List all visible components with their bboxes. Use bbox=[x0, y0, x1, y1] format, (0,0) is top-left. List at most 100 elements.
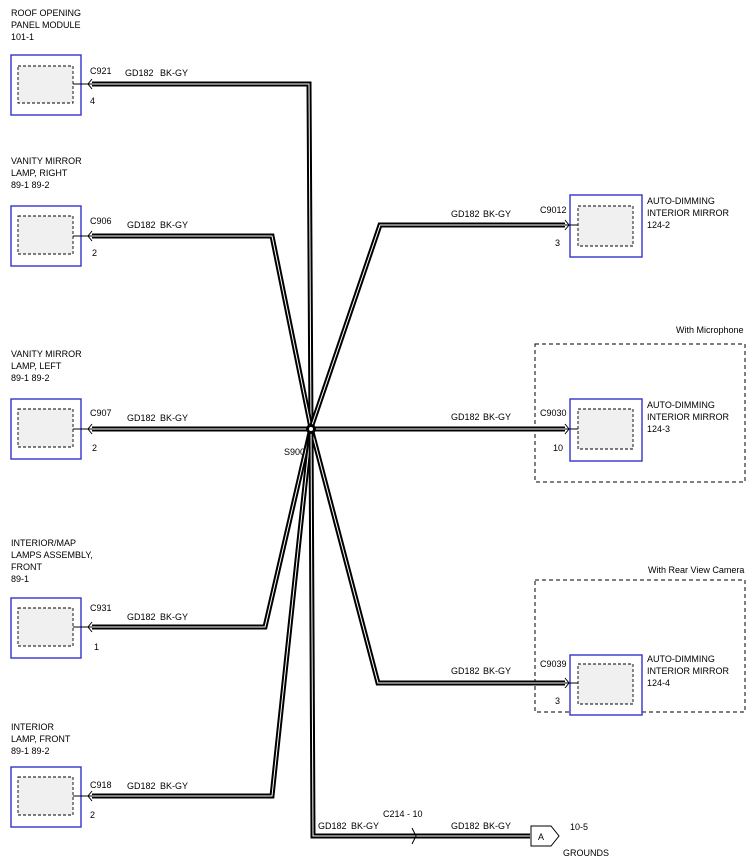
pin-number: 3 bbox=[555, 238, 560, 248]
connector-body bbox=[17, 776, 74, 816]
component-name-line: INTERIOR MIRROR bbox=[647, 208, 729, 218]
pin-number: 3 bbox=[555, 696, 560, 706]
component-name-line: INTERIOR/MAP bbox=[11, 538, 76, 548]
connector-chevron-icon bbox=[87, 78, 93, 90]
component-auto-dimming-mirror-124-4: C9039 3 GD182 BK-GY AUTO-DIMMING INTERIO… bbox=[451, 654, 729, 716]
component-name-line: LAMP, FRONT bbox=[11, 734, 71, 744]
component-name-line: 124-2 bbox=[647, 220, 670, 230]
wire-color: BK-GY bbox=[351, 821, 379, 831]
pin-number: 2 bbox=[92, 443, 97, 453]
component-name-line: 124-4 bbox=[647, 678, 670, 688]
splice-label: S900 bbox=[284, 447, 305, 457]
connector-id: C921 bbox=[90, 66, 112, 76]
component-auto-dimming-mirror-124-3: C9030 10 GD182 BK-GY AUTO-DIMMING INTERI… bbox=[451, 398, 729, 462]
component-vanity-mirror-lamp-right: VANITY MIRROR LAMP, RIGHT 89-1 89-2 C906… bbox=[10, 156, 188, 267]
connector-chevron-icon bbox=[564, 677, 570, 689]
connector-id: C9030 bbox=[540, 408, 567, 418]
connector-body bbox=[577, 408, 634, 450]
connector-chevron-icon bbox=[87, 230, 93, 242]
ground-reference-symbol bbox=[530, 825, 560, 847]
connector-id: C931 bbox=[90, 603, 112, 613]
circuit-id: GD182 bbox=[451, 209, 480, 219]
ground-label: GROUNDS bbox=[563, 848, 609, 858]
component-name-line: 89-1 bbox=[11, 574, 29, 584]
component-interior-map-lamps-front: INTERIOR/MAP LAMPS ASSEMBLY, FRONT 89-1 … bbox=[10, 538, 188, 659]
connector-id: C906 bbox=[90, 216, 112, 226]
pin-number: 2 bbox=[90, 810, 95, 820]
circuit-id: GD182 bbox=[451, 412, 480, 422]
circuit-id: GD182 bbox=[451, 666, 480, 676]
component-name-line: 89-1 89-2 bbox=[11, 373, 50, 383]
ground-page-ref: 10-5 bbox=[570, 822, 588, 832]
wires bbox=[92, 81, 565, 839]
wire-ground bbox=[308, 427, 530, 839]
component-name-line: INTERIOR bbox=[11, 722, 55, 732]
connector-id: C9012 bbox=[540, 205, 567, 215]
option-label-microphone: With Microphone bbox=[676, 325, 744, 335]
component-name-line: 124-3 bbox=[647, 424, 670, 434]
component-name-line: INTERIOR MIRROR bbox=[647, 666, 729, 676]
circuit-id: GD182 bbox=[125, 68, 154, 78]
component-name-line: AUTO-DIMMING bbox=[647, 196, 715, 206]
wire-color: BK-GY bbox=[160, 781, 188, 791]
circuit-id: GD182 bbox=[127, 781, 156, 791]
wire-color: BK-GY bbox=[483, 821, 511, 831]
circuit-id: GD182 bbox=[127, 612, 156, 622]
wire-color: BK-GY bbox=[483, 209, 511, 219]
option-label-rear-camera: With Rear View Camera bbox=[648, 565, 744, 575]
wire-color: BK-GY bbox=[160, 68, 188, 78]
connector-chevron-icon bbox=[564, 219, 570, 231]
component-name-line: LAMP, LEFT bbox=[11, 361, 62, 371]
connector-chevron-icon bbox=[87, 423, 93, 435]
component-name-line: INTERIOR MIRROR bbox=[647, 412, 729, 422]
component-name-line: 89-1 89-2 bbox=[11, 746, 50, 756]
inline-connector-chevron-icon bbox=[411, 827, 417, 845]
wire-color: BK-GY bbox=[160, 612, 188, 622]
component-vanity-mirror-lamp-left: VANITY MIRROR LAMP, LEFT 89-1 89-2 C907 … bbox=[10, 349, 188, 460]
connector-chevron-icon bbox=[87, 790, 93, 802]
option-box-rear-camera bbox=[534, 579, 746, 713]
connector-chevron-icon bbox=[87, 621, 93, 633]
pin-number: 1 bbox=[94, 642, 99, 652]
connector-id: C907 bbox=[90, 408, 112, 418]
wire-color: BK-GY bbox=[160, 220, 188, 230]
wire-map-lamps bbox=[92, 427, 314, 630]
component-name-line: VANITY MIRROR bbox=[11, 349, 82, 359]
connector-body bbox=[17, 215, 74, 255]
wire-mirror-2 bbox=[308, 222, 565, 429]
component-roof-opening-panel-module: ROOF OPENING PANEL MODULE 101-1 C921 4 G… bbox=[10, 8, 188, 116]
component-name-line: AUTO-DIMMING bbox=[647, 400, 715, 410]
connector-body bbox=[17, 65, 74, 104]
connector-body bbox=[577, 663, 634, 705]
circuit-id: GD182 bbox=[127, 413, 156, 423]
connector-body bbox=[577, 205, 634, 247]
wire-color: BK-GY bbox=[483, 412, 511, 422]
ground-symbol-letter: A bbox=[538, 832, 544, 842]
component-name-line: 101-1 bbox=[11, 32, 34, 42]
component-name-line: PANEL MODULE bbox=[11, 20, 81, 30]
pin-number: 10 bbox=[553, 443, 563, 453]
component-interior-lamp-front: INTERIOR LAMP, FRONT 89-1 89-2 C918 2 GD… bbox=[10, 722, 188, 828]
component-name-line: LAMP, RIGHT bbox=[11, 168, 68, 178]
wire-mirror-4 bbox=[308, 427, 565, 686]
connector-chevron-icon bbox=[564, 423, 570, 435]
connector-body bbox=[17, 408, 74, 448]
pin-number: 4 bbox=[90, 96, 95, 106]
connector-id: C918 bbox=[90, 780, 112, 790]
option-box-microphone bbox=[534, 343, 746, 483]
inline-connector-id: C214 - 10 bbox=[383, 809, 423, 819]
connector-id: C9039 bbox=[540, 659, 567, 669]
pin-number: 2 bbox=[92, 248, 97, 258]
component-name-line: ROOF OPENING bbox=[11, 8, 81, 18]
component-name-line: VANITY MIRROR bbox=[11, 156, 82, 166]
ground-circuit: GD182 BK-GY C214 - 10 GD182 BK-GY A 10-5… bbox=[318, 809, 609, 858]
component-name-line: LAMPS ASSEMBLY, bbox=[11, 550, 93, 560]
component-name-line: AUTO-DIMMING bbox=[647, 654, 715, 664]
component-name-line: FRONT bbox=[11, 562, 42, 572]
component-auto-dimming-mirror-124-2: C9012 3 GD182 BK-GY AUTO-DIMMING INTERIO… bbox=[451, 194, 729, 258]
wire-color: BK-GY bbox=[160, 413, 188, 423]
circuit-id: GD182 bbox=[127, 220, 156, 230]
component-name-line: 89-1 89-2 bbox=[11, 180, 50, 190]
wire-color: BK-GY bbox=[483, 666, 511, 676]
circuit-id: GD182 bbox=[451, 821, 480, 831]
